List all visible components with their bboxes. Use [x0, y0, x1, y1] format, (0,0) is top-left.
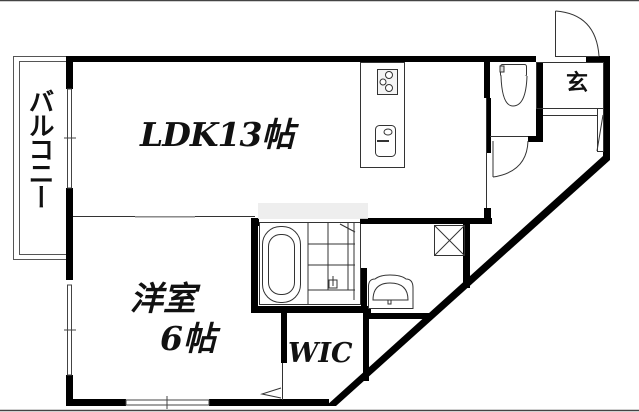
toilet-icon: [499, 64, 528, 107]
room-label-wic: WIC: [288, 338, 353, 369]
room-label-ldk: LDK13帖: [140, 115, 294, 154]
room-label-balcony: バルコニー: [24, 88, 54, 208]
washbasin-icon: [367, 274, 414, 309]
toilet-room: [484, 62, 543, 214]
washing-machine-space-icon: [434, 225, 465, 256]
kitchen-sink-icon: [375, 125, 396, 157]
watermark: [258, 203, 368, 219]
window-bottom: [125, 396, 210, 409]
entrance: [536, 10, 604, 152]
shower-floor-tiles: [307, 223, 355, 304]
bathroom-door: [339, 222, 356, 300]
shoe-cabinet: [596, 108, 604, 152]
room-label-entrance: 玄: [566, 70, 589, 96]
front-door: [555, 10, 600, 62]
stove-icon: [377, 69, 398, 95]
bathroom: [251, 218, 371, 313]
wic-room: [260, 313, 369, 400]
hall-wall-stub: [484, 208, 491, 218]
washroom: [360, 218, 492, 319]
window-left-lower: [64, 284, 76, 376]
toilet-door: [492, 140, 529, 178]
window-left-upper: [64, 88, 76, 189]
kitchen-counter: [360, 62, 405, 168]
room-label-western-name: 洋室: [130, 279, 196, 318]
bathtub-icon: [262, 226, 301, 303]
room-label-western-size: 6帖: [160, 319, 216, 358]
